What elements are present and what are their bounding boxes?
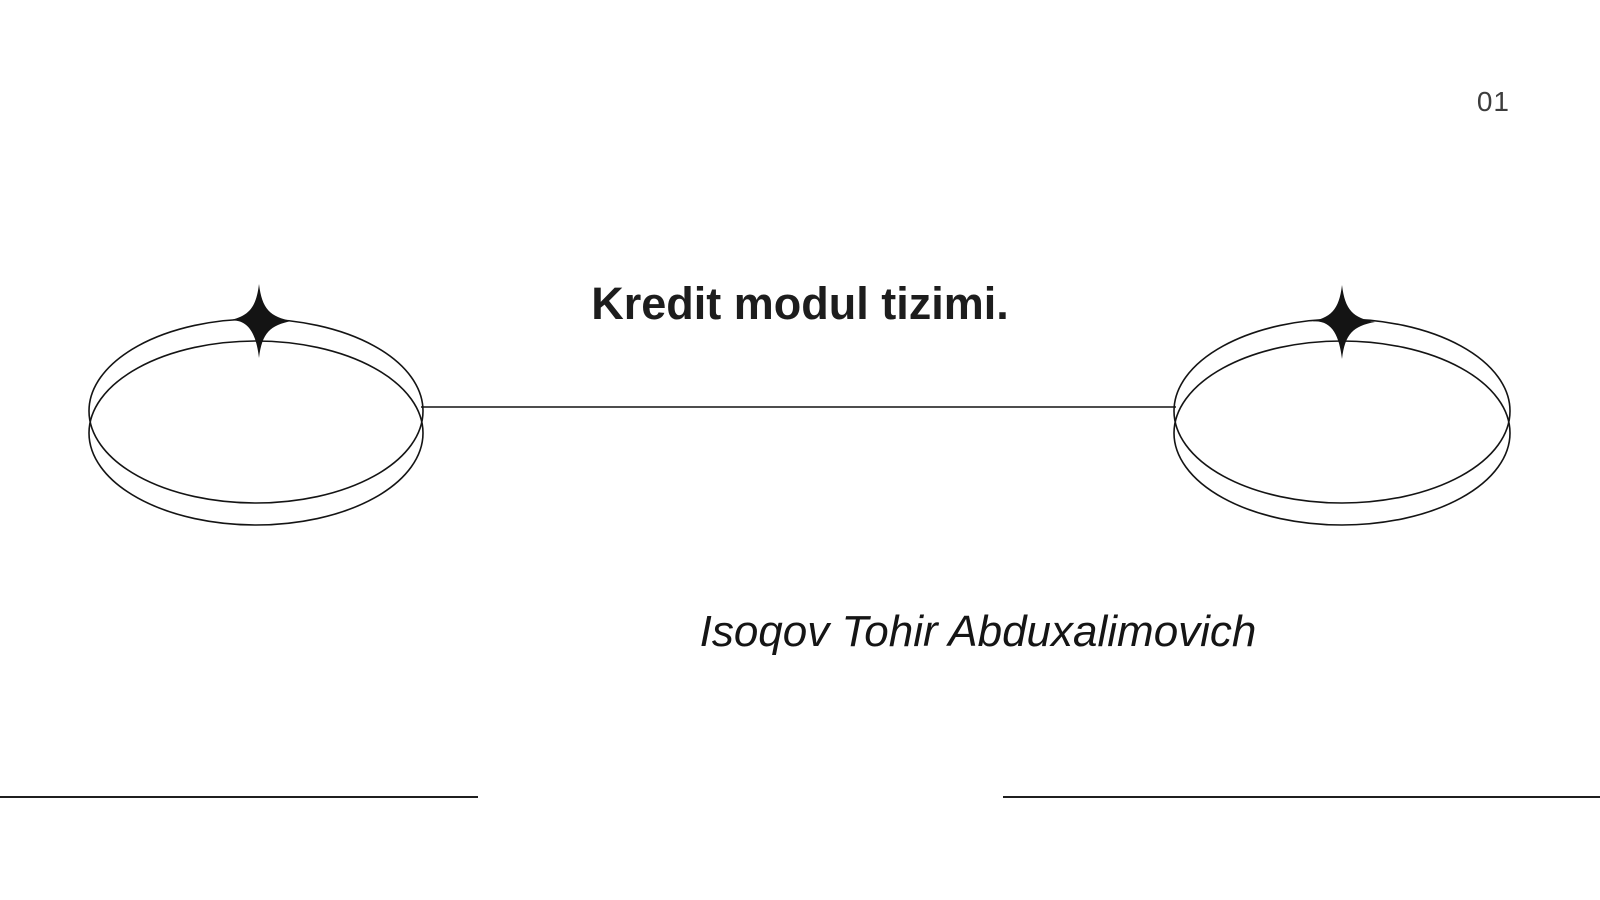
footer-rule-right — [1003, 796, 1600, 798]
right-ring-lower-ellipse — [1173, 340, 1511, 526]
page-number: 01 — [1476, 86, 1510, 117]
right-ring-ornament — [1173, 285, 1511, 526]
left-ring-ornament — [88, 284, 424, 526]
footer-rule-left — [0, 796, 478, 798]
left-ring-upper-ellipse — [88, 318, 424, 504]
sparkle-icon — [226, 284, 292, 358]
author-name: Isoqov Tohir Abduxalimovich — [699, 607, 1257, 656]
left-ring-lower-ellipse — [88, 340, 424, 526]
sparkle-icon — [1309, 285, 1375, 359]
slide-title: Kredit modul tizimi. — [591, 278, 1009, 329]
